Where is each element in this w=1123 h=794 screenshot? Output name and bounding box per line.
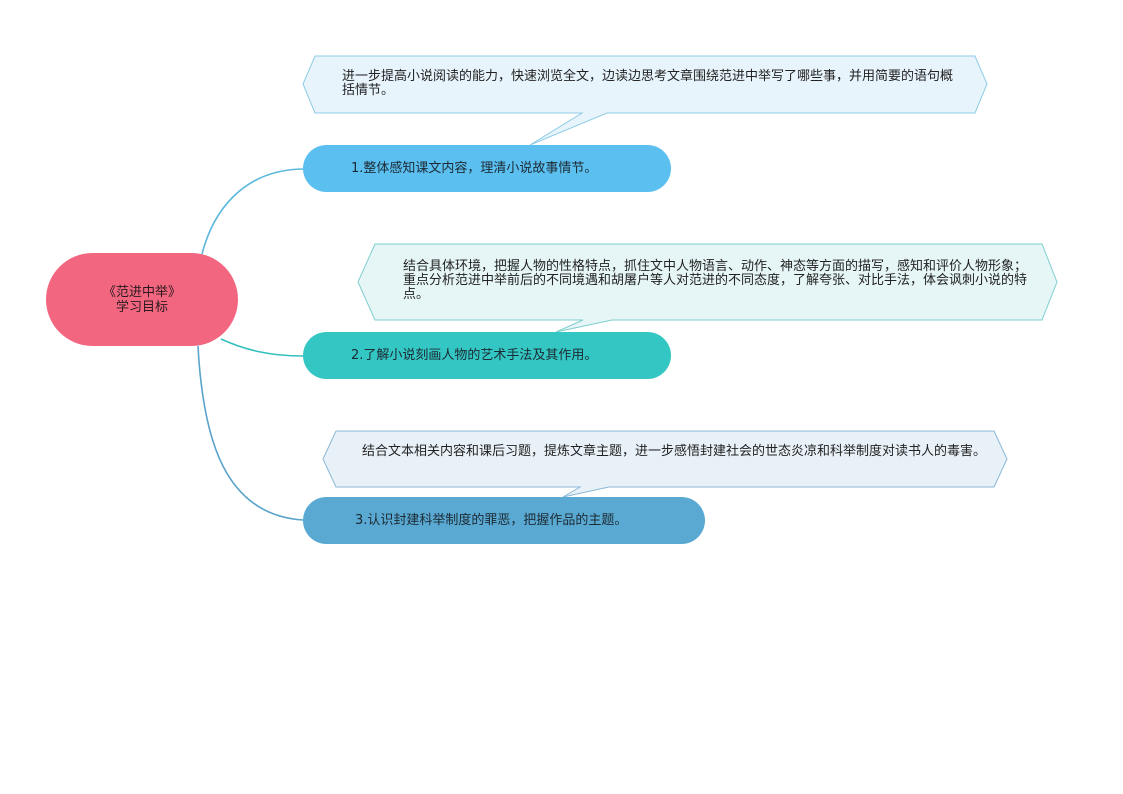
note-text-2: 结合具体环境，把握人物的性格特点，抓住文中人物语言、动作、神态等方面的描写，感知… bbox=[403, 259, 1028, 302]
note-callout-3[interactable] bbox=[322, 430, 1008, 498]
branch-topic-3[interactable]: 3.认识封建科举制度的罪恶，把握作品的主题。 bbox=[303, 497, 705, 544]
note-text-3: 结合文本相关内容和课后习题，提炼文章主题，进一步感悟封建社会的世态炎凉和科举制度… bbox=[362, 444, 987, 459]
branch-label-1: 1.整体感知课文内容，理清小说故事情节。 bbox=[351, 161, 598, 176]
root-subtitle: 学习目标 bbox=[115, 299, 168, 315]
root-title: 《范进中举》 bbox=[102, 284, 181, 300]
branch-topic-1[interactable]: 1.整体感知课文内容，理清小说故事情节。 bbox=[303, 145, 671, 192]
branch-label-2: 2.了解小说刻画人物的艺术手法及其作用。 bbox=[351, 348, 598, 363]
root-topic[interactable]: 《范进中举》 学习目标 bbox=[46, 253, 238, 346]
branch-label-3: 3.认识封建科举制度的罪恶，把握作品的主题。 bbox=[355, 513, 628, 528]
connector-branch-2 bbox=[220, 338, 304, 357]
connector-branch-3 bbox=[197, 345, 304, 521]
note-text-1: 进一步提高小说阅读的能力，快速浏览全文，边读边思考文章围绕范进中举写了哪些事，并… bbox=[342, 69, 954, 98]
connector-branch-1 bbox=[201, 168, 304, 255]
branch-topic-2[interactable]: 2.了解小说刻画人物的艺术手法及其作用。 bbox=[303, 332, 671, 379]
